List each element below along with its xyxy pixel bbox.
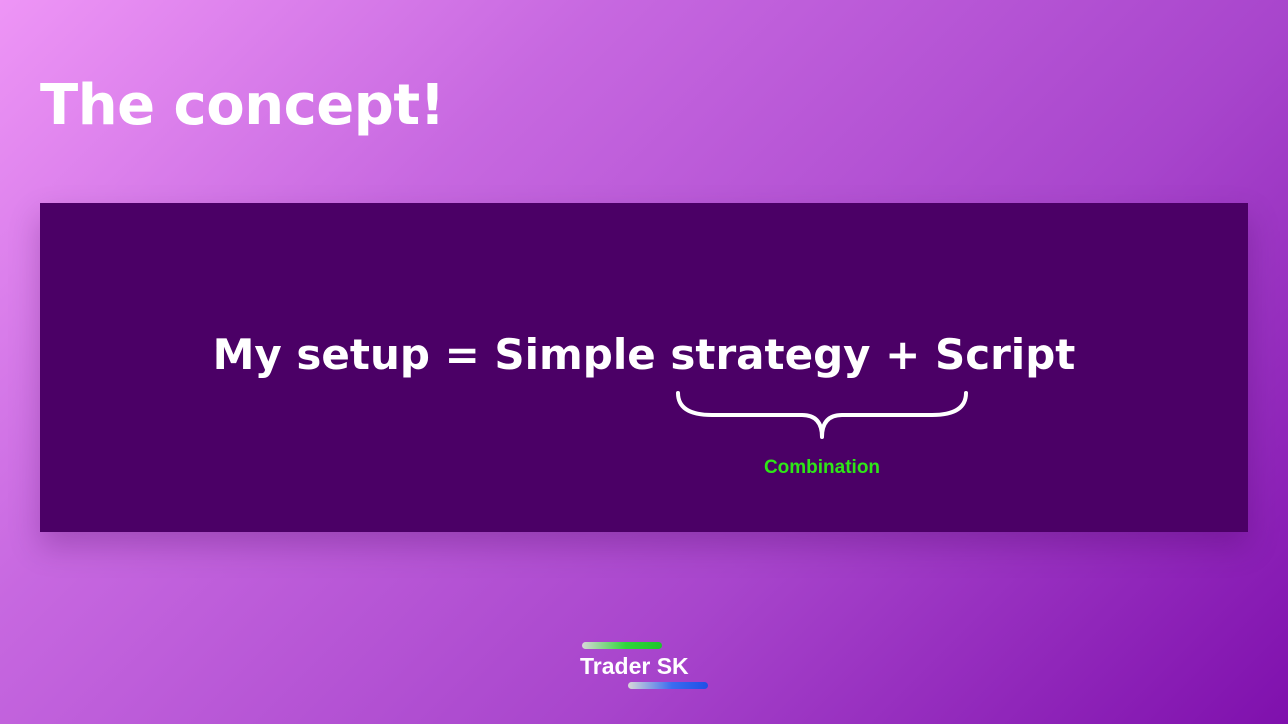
trader-sk-logo: Trader SK — [580, 640, 710, 692]
logo-bottom-bar — [628, 682, 708, 689]
slide-title: The concept! — [40, 73, 445, 138]
curly-brace-icon — [676, 391, 968, 439]
content-panel: My setup = Simple strategy + Script Comb… — [40, 203, 1248, 532]
logo-text: Trader SK — [580, 653, 689, 679]
logo-top-bar — [582, 642, 662, 649]
combination-label: Combination — [763, 457, 881, 478]
equation-text: My setup = Simple strategy + Script — [212, 330, 1076, 379]
